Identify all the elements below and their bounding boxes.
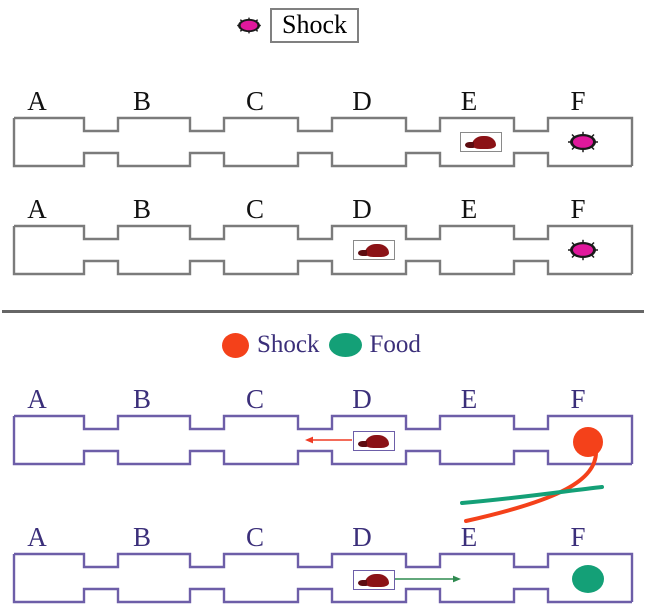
chamber-label-d: D bbox=[352, 194, 372, 224]
chamber-label-f: F bbox=[570, 522, 586, 552]
chamber-labels-row-4: A B C D E F bbox=[0, 522, 646, 552]
chamber-label-c: C bbox=[245, 384, 264, 414]
food-marker-row-4 bbox=[572, 565, 604, 593]
top-legend: Shock bbox=[236, 8, 359, 44]
approach-arrow-path bbox=[394, 575, 461, 583]
chamber-label-c: C bbox=[245, 522, 264, 552]
chamber-labels-row-3: A B C D E F bbox=[0, 384, 646, 414]
shock-spiky-icon bbox=[236, 17, 262, 34]
maze-track-row-2 bbox=[0, 222, 646, 278]
rat-icon-row-1 bbox=[460, 132, 502, 152]
legend-item-shock: Shock bbox=[222, 331, 320, 359]
chamber-labels-row-2: A B C D E F bbox=[0, 194, 646, 224]
maze-track-row-4 bbox=[0, 550, 646, 606]
maze-track-row-3 bbox=[0, 412, 646, 468]
food-curve bbox=[460, 485, 604, 505]
chamber-label-c: C bbox=[245, 86, 264, 116]
maze-track-row-1 bbox=[0, 114, 646, 170]
rat-icon-row-4 bbox=[353, 570, 395, 590]
chamber-label-e: E bbox=[460, 86, 478, 116]
legend-label-food: Food bbox=[369, 331, 421, 358]
chamber-label-e: E bbox=[460, 522, 478, 552]
chamber-label-f: F bbox=[570, 194, 586, 224]
rat-icon-row-3 bbox=[353, 431, 395, 451]
shock-marker-row-1 bbox=[567, 131, 599, 153]
chamber-label-b: B bbox=[132, 522, 151, 552]
chamber-label-e: E bbox=[460, 194, 478, 224]
chamber-label-d: D bbox=[352, 522, 372, 552]
escape-arrow-path bbox=[305, 436, 352, 444]
chamber-labels-row-1: A B C D E F bbox=[0, 86, 646, 116]
shock-circle-icon bbox=[222, 332, 249, 358]
chamber-label-d: D bbox=[352, 86, 372, 116]
chamber-label-f: F bbox=[570, 86, 586, 116]
shock-marker-row-2 bbox=[567, 239, 599, 261]
chamber-label-b: B bbox=[132, 384, 151, 414]
legend-item-food: Food bbox=[328, 331, 421, 359]
chamber-label-a: A bbox=[27, 86, 47, 116]
food-circle-icon bbox=[328, 333, 362, 357]
chamber-label-b: B bbox=[132, 86, 151, 116]
chamber-label-a: A bbox=[27, 194, 47, 224]
chamber-label-f: F bbox=[570, 384, 586, 414]
section-divider bbox=[2, 310, 644, 313]
rat-icon-row-2 bbox=[353, 240, 395, 260]
chamber-label-e: E bbox=[460, 384, 478, 414]
chamber-label-a: A bbox=[27, 384, 47, 414]
chamber-label-b: B bbox=[132, 194, 151, 224]
legend-label-shock: Shock bbox=[257, 331, 320, 358]
chamber-label-c: C bbox=[245, 194, 264, 224]
mid-legend: Shock Food bbox=[222, 331, 421, 359]
shock-marker-row-3 bbox=[573, 427, 603, 457]
shock-legend-box: Shock bbox=[270, 8, 359, 44]
chamber-label-d: D bbox=[352, 384, 372, 414]
chamber-label-a: A bbox=[27, 522, 47, 552]
